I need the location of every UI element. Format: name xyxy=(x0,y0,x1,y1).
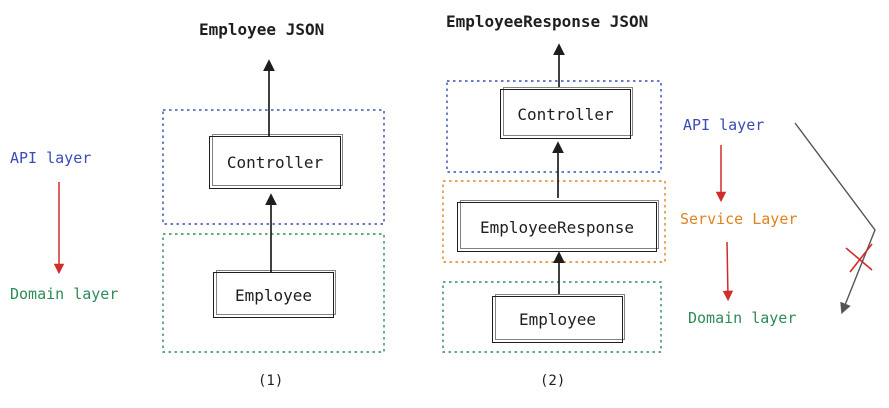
api-layer-label-1: API layer xyxy=(10,149,92,167)
employee-json-label: Employee JSON xyxy=(199,20,325,39)
api-layer-label-2: API layer xyxy=(683,116,765,134)
domain-layer-label-1: Domain layer xyxy=(10,285,119,303)
domain-layer-label-2: Domain layer xyxy=(688,309,797,327)
caption-2: (2) xyxy=(540,373,566,389)
service-layer-label-2: Service Layer xyxy=(680,210,798,228)
employee-box-2: Employee xyxy=(492,294,625,343)
caption-1: (1) xyxy=(258,373,284,389)
service-to-domain-arrow-2 xyxy=(722,241,734,302)
domain-layer-region-1 xyxy=(162,233,385,353)
controller-box-2: Controller xyxy=(500,87,633,139)
forbidden-bypass-arrow xyxy=(794,122,876,315)
domain-layer-region-2 xyxy=(442,281,662,353)
api-layer-region-1 xyxy=(162,109,385,225)
employee-box-1: Employee xyxy=(213,270,336,318)
controller-box-1: Controller xyxy=(209,134,343,189)
employee-response-json-label: EmployeeResponse JSON xyxy=(446,12,649,31)
api-layer-region-2 xyxy=(446,80,662,173)
employee-response-box: EmployeeResponse xyxy=(457,200,659,252)
forbidden-cross-icon xyxy=(845,243,873,273)
